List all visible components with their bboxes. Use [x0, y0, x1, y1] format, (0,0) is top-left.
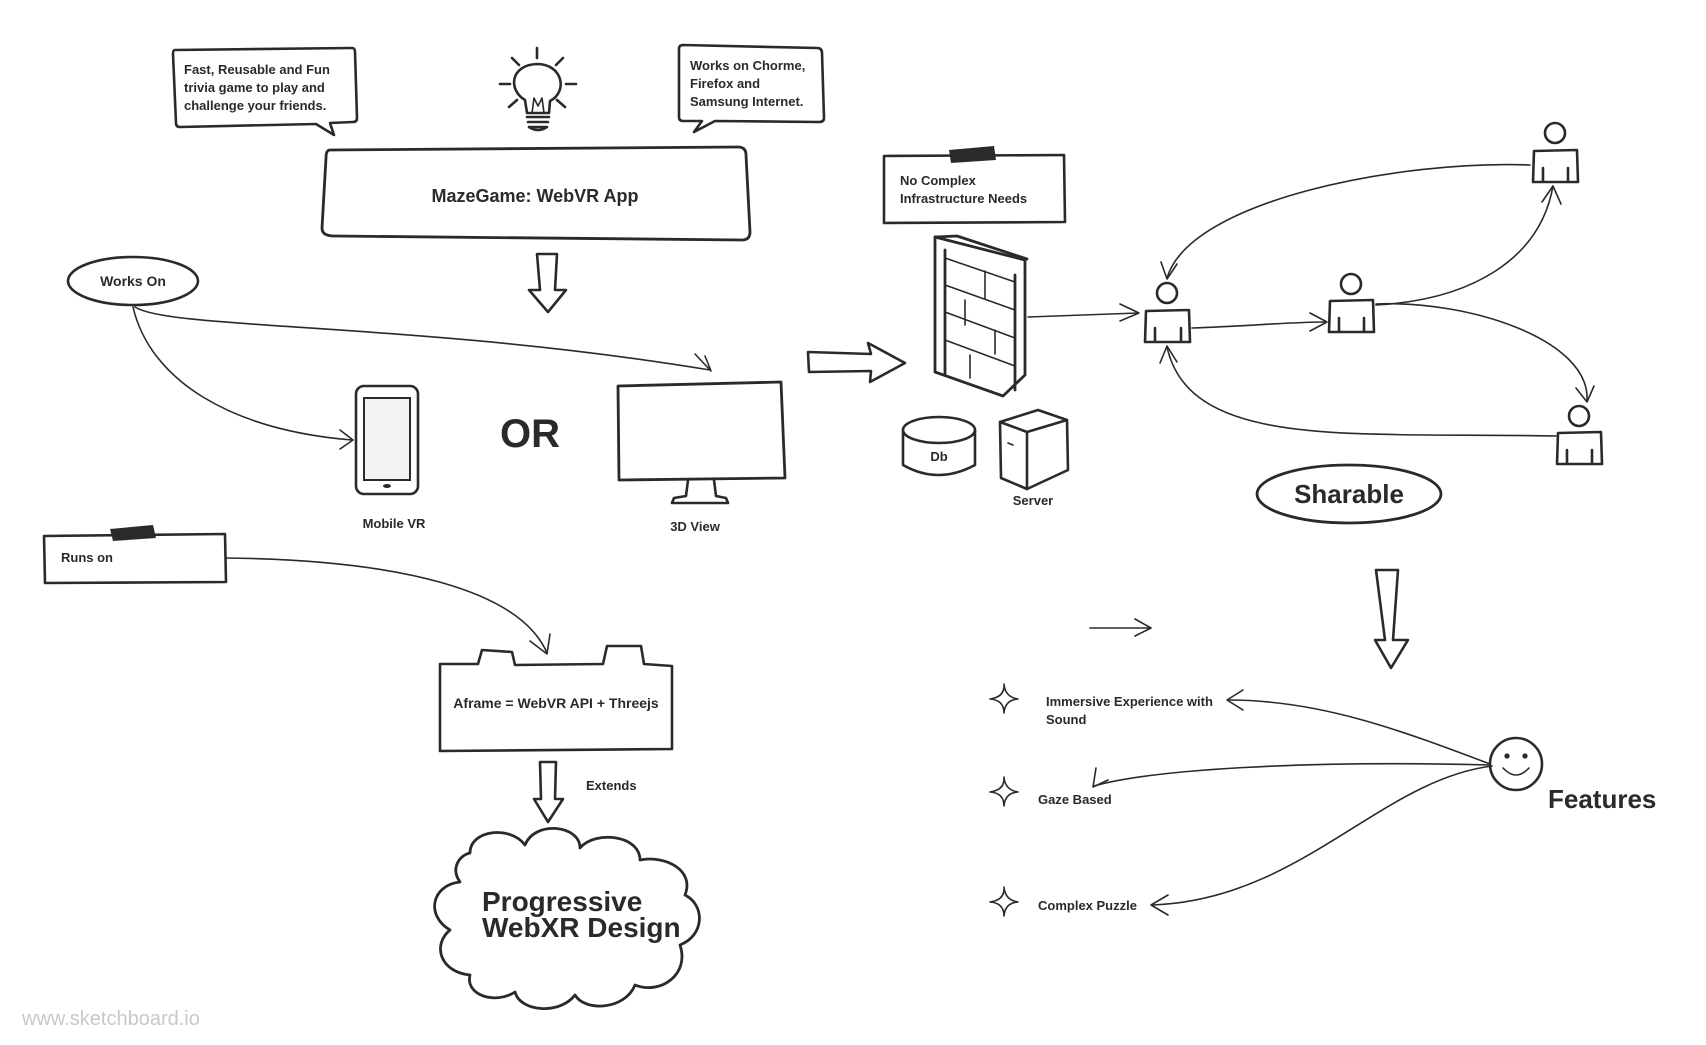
down-arrow-icon [527, 252, 568, 314]
runs-on-note: Runs on [42, 525, 228, 585]
arrowhead-icon [1160, 261, 1178, 280]
svg-text:Complex Puzzle: Complex Puzzle [1038, 898, 1137, 913]
db-label: Db [930, 449, 947, 464]
bubble-right-line: Firefox and [690, 76, 760, 91]
down-arrow-icon [1373, 568, 1410, 670]
extends-arrow-icon [532, 760, 565, 824]
user-icon [1531, 121, 1580, 184]
sparkle-icon [989, 683, 1019, 714]
firewall-icon [933, 234, 1029, 398]
cloud-line: WebXR Design [482, 912, 681, 943]
share-arrow [1166, 163, 1531, 279]
sparkle-icon [989, 776, 1019, 807]
svg-text:Progressive: Progressive [482, 886, 642, 917]
bubble-right-line: Samsung Internet. [690, 94, 803, 109]
works-on-to-3d-arrow [134, 306, 711, 371]
browsers-bubble: Works on Chorme, Firefox and Samsung Int… [677, 43, 826, 134]
bubble-left-line: trivia game to play and [184, 80, 325, 95]
arrowhead-icon [339, 429, 354, 450]
aframe-folder: Aframe = WebVR API + Threejs [438, 644, 674, 753]
arrowhead-icon [1092, 767, 1109, 788]
svg-text:WebXR Design: WebXR Design [482, 912, 681, 943]
description-bubble: Fast, Reusable and Fun trivia game to pl… [171, 46, 359, 137]
svg-text:Samsung Internet.: Samsung Internet. [690, 94, 803, 109]
arrowhead-icon [1150, 894, 1169, 916]
feature-arrow [1151, 765, 1493, 906]
light-bulb-icon [498, 46, 578, 132]
3d-view-label: 3D View [670, 519, 721, 534]
share-arrow [1166, 346, 1557, 437]
cloud-line: Progressive [482, 886, 642, 917]
smiley-icon [1488, 736, 1544, 792]
mobile-vr-label: Mobile VR [363, 516, 426, 531]
share-arrow [1375, 302, 1588, 401]
works-on-oval: Works On [66, 255, 200, 307]
server-icon [998, 408, 1070, 491]
svg-text:Gaze Based: Gaze Based [1038, 792, 1112, 807]
features-title: Features [1548, 784, 1656, 814]
runs-on-to-aframe-arrow [225, 557, 548, 654]
arrowhead-icon [1309, 312, 1328, 332]
server-label: Server [1013, 493, 1053, 508]
arrowhead-icon [1541, 185, 1562, 205]
arrowhead-icon [1575, 385, 1595, 403]
or-label: OR [500, 412, 560, 456]
watermark: www.sketchboard.io [21, 1008, 200, 1030]
title-text: MazeGame: WebVR App [431, 186, 638, 206]
svg-text:challenge your friends.: challenge your friends. [184, 98, 326, 113]
mobile-phone-icon [354, 384, 420, 496]
database-icon: Db [901, 415, 977, 477]
sharable-label: Sharable [1294, 479, 1404, 509]
feature-item-label: Complex Puzzle [1038, 898, 1137, 913]
svg-text:Works on Chorme,: Works on Chorme, [690, 58, 805, 73]
svg-text:trivia game to play and: trivia game to play and [184, 80, 325, 95]
extends-label: Extends [586, 778, 637, 793]
share-arrow [1191, 321, 1327, 329]
monitor-icon [616, 380, 787, 505]
right-arrow-icon [806, 341, 907, 384]
svg-text:Infrastructure Needs: Infrastructure Needs [900, 191, 1027, 206]
svg-text:No Complex: No Complex [900, 173, 977, 188]
works-on-label: Works On [100, 273, 166, 289]
infra-note-line: No Complex [900, 173, 977, 188]
runs-on-label: Runs on [61, 550, 113, 565]
aframe-label: Aframe = WebVR API + Threejs [453, 695, 659, 711]
small-arrow [1089, 618, 1152, 637]
svg-text:Sound: Sound [1046, 712, 1086, 727]
arrowhead-icon [1119, 303, 1140, 322]
arrowhead-icon [529, 633, 551, 655]
sparkle-icon [989, 886, 1019, 917]
progressive-webxr-cloud: Progressive WebXR Design [433, 827, 701, 1010]
bubble-right-line: Works on Chorme, [690, 58, 805, 73]
bubble-left-line: challenge your friends. [184, 98, 326, 113]
feature-arrow [1093, 762, 1491, 787]
svg-text:Fast, Reusable and Fun: Fast, Reusable and Fun [184, 62, 330, 77]
svg-text:Firefox and: Firefox and [690, 76, 760, 91]
title-box: MazeGame: WebVR App [320, 145, 752, 242]
arrowhead-icon [1159, 345, 1178, 364]
user-icon [1555, 404, 1604, 466]
feature-arrow [1227, 699, 1491, 765]
feature-item-label: Gaze Based [1038, 792, 1112, 807]
share-arrow [1375, 185, 1554, 306]
user-icon [1327, 272, 1376, 334]
feature-item-label: Immersive Experience with [1046, 694, 1213, 709]
sharable-oval: Sharable [1255, 463, 1443, 525]
bubble-left-line: Fast, Reusable and Fun [184, 62, 330, 77]
arrowhead-icon [1226, 689, 1244, 711]
infra-note-line: Infrastructure Needs [900, 191, 1027, 206]
wall-to-user-arrow [1027, 312, 1139, 318]
feature-item-label: Sound [1046, 712, 1086, 727]
infrastructure-note: No Complex Infrastructure Needs [882, 146, 1067, 225]
arrowhead-icon [694, 353, 712, 372]
works-on-to-mobile-arrow [132, 306, 353, 441]
svg-text:Immersive Experience with: Immersive Experience with [1046, 694, 1213, 709]
user-icon [1143, 281, 1192, 344]
